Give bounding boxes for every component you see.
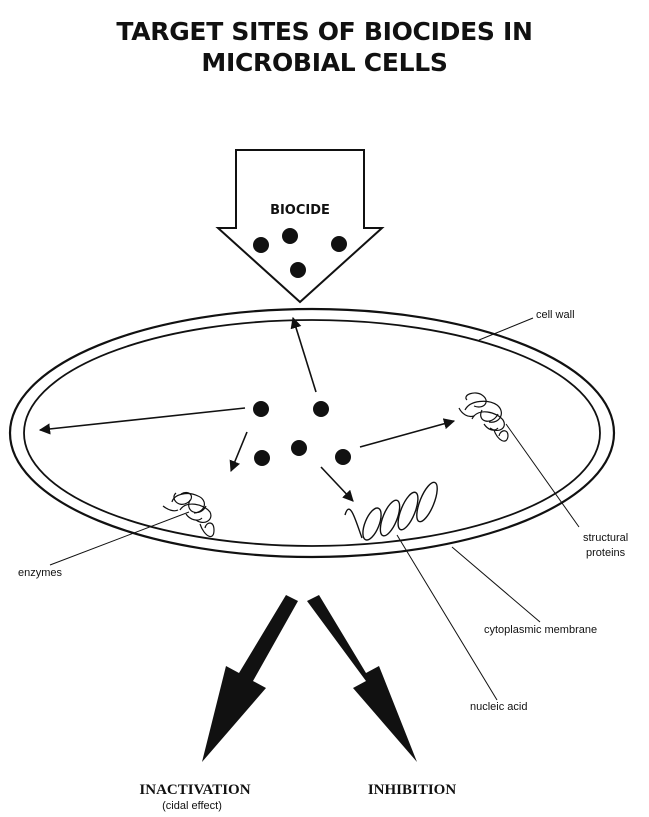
cidal-effect-label: (cidal effect) [162,800,222,812]
inhibition-label: INHIBITION [368,782,457,798]
biocide-molecule-icon [282,228,298,244]
structural-label-line1: structural [583,532,628,544]
cell-wall [10,309,614,557]
inactivation-label: INACTIVATION [139,782,250,798]
biocide-molecule-icon [254,450,270,466]
nucleic-acid-label: nucleic acid [470,701,527,713]
biocide-molecule-icon [291,440,307,456]
inhibition-arrow [307,595,417,762]
leader-cell-wall [479,318,533,340]
structural-label-line2: proteins [586,547,626,559]
enzymes-label: enzymes [18,567,63,579]
leader-nucleic-acid [397,535,497,700]
inactivation-arrow [202,595,298,762]
cytoplasmic-membrane-label: cytoplasmic membrane [484,624,597,636]
leader-cytoplasmic-membrane [452,547,540,622]
biocide-arrow-icon [218,150,382,302]
biocide-label: BIOCIDE [270,203,330,218]
biocide-molecule-icon [335,449,351,465]
biocide-molecule-icon [253,237,269,253]
biocide-molecule-icon [290,262,306,278]
biocide-molecule-icon [253,401,269,417]
biocide-molecule-icon [331,236,347,252]
cell-wall-label: cell wall [536,309,575,321]
biocide-molecule-icon [313,401,329,417]
